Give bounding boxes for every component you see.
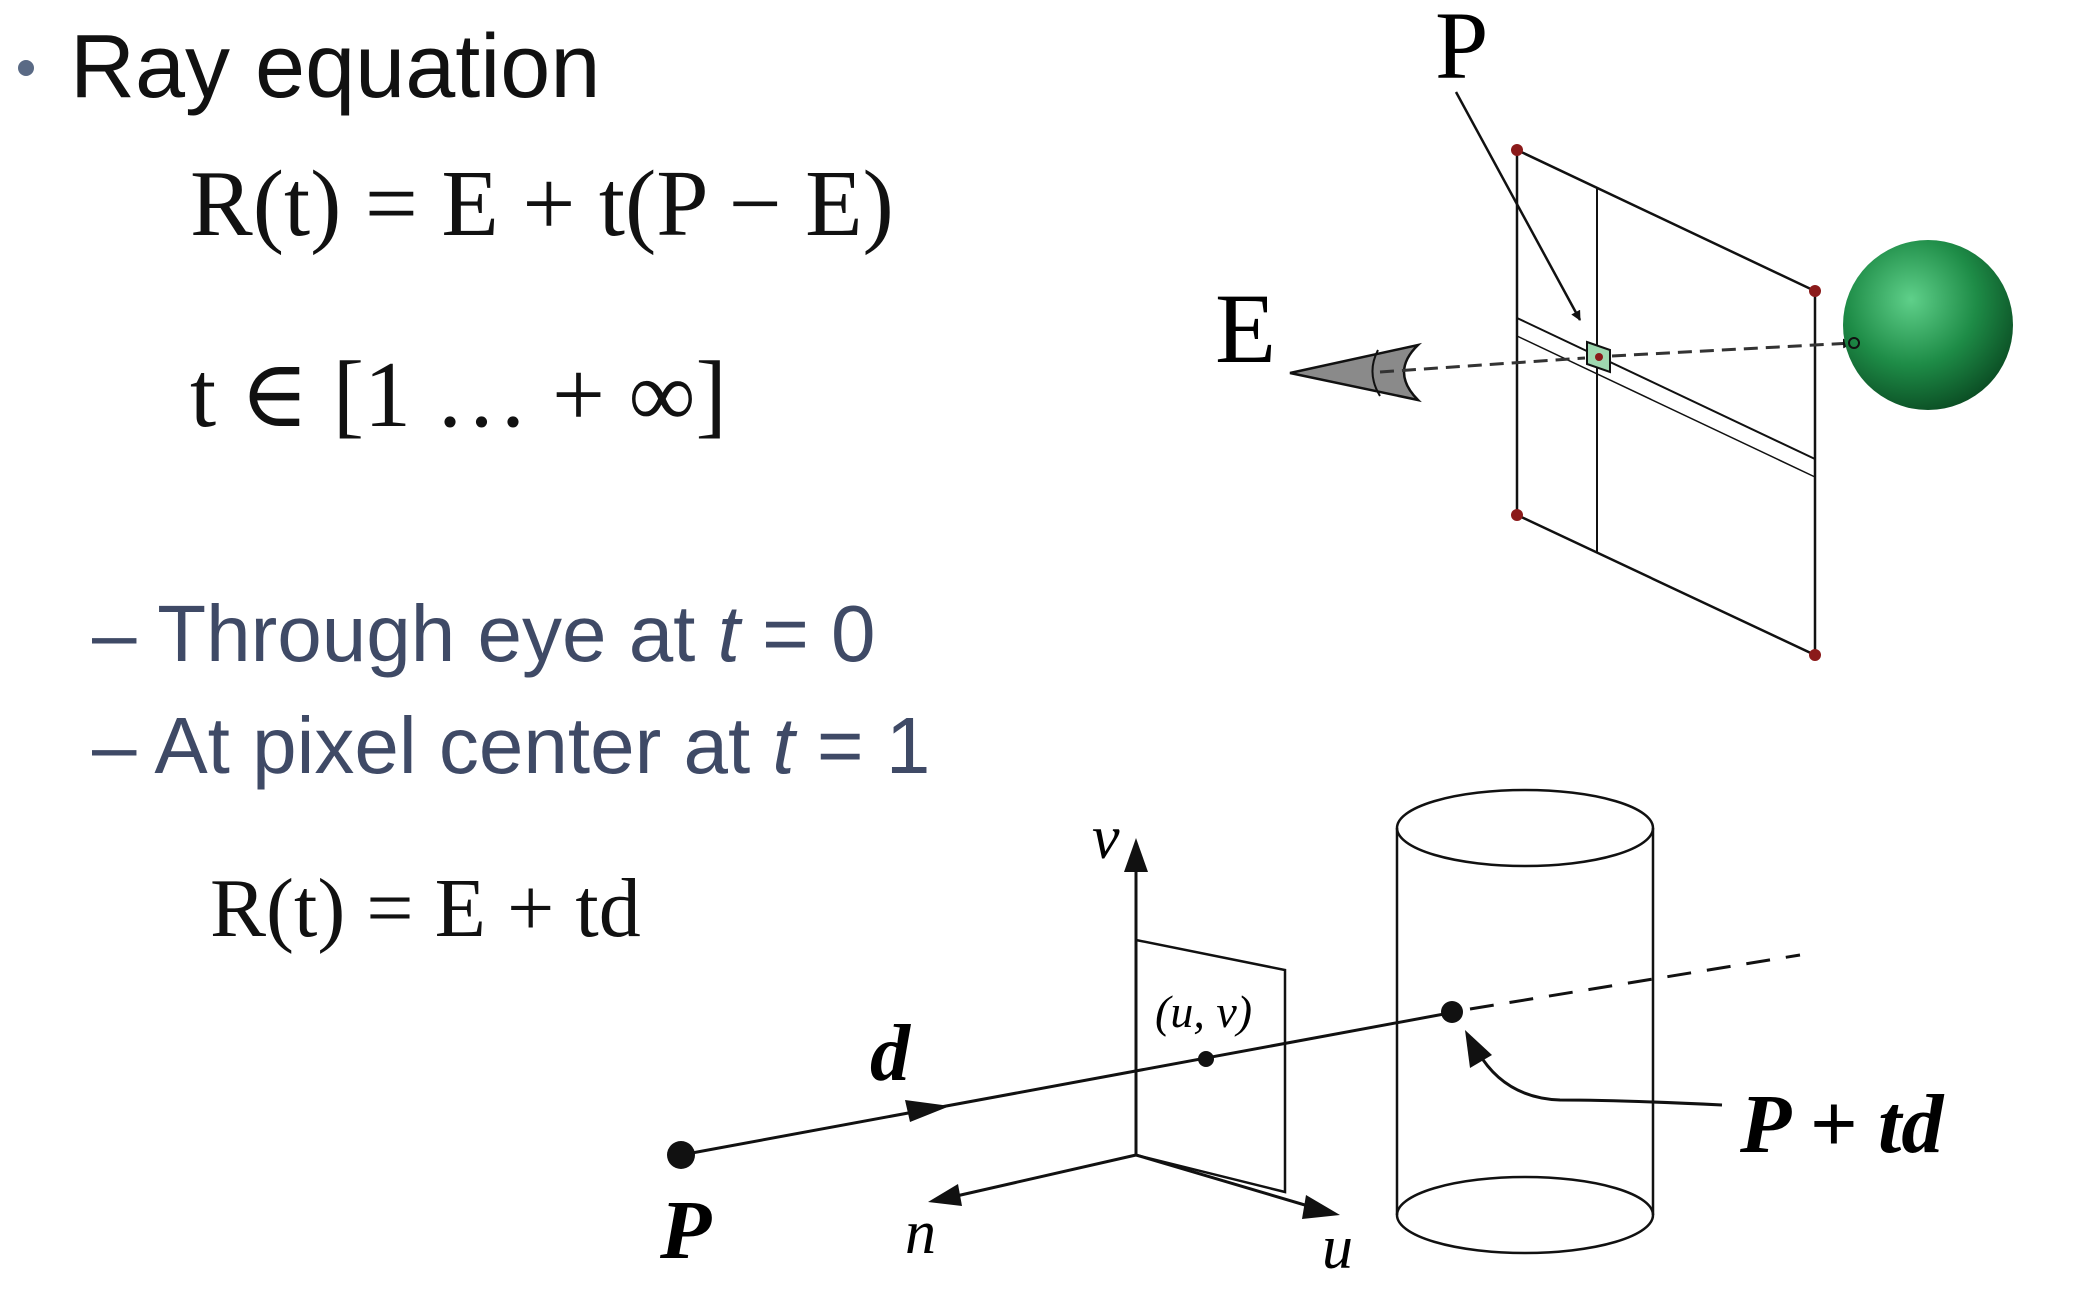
axis-v-arrowhead [1124, 838, 1148, 872]
sub-bullet-text: Through eye at [157, 589, 718, 678]
sub-bullet-pixel: – At pixel center at t = 1 [92, 700, 930, 792]
axis-u-arrowhead [1302, 1195, 1340, 1219]
corner-dot [1511, 509, 1523, 521]
sub-bullet-dash: – [92, 589, 137, 678]
sub-bullet-eye: – Through eye at t = 0 [92, 588, 876, 680]
image-plane [1515, 148, 1817, 657]
label-u: u [1322, 1214, 1353, 1282]
corner-dot [1809, 285, 1821, 297]
ray-dashed [1379, 356, 1586, 374]
ray-solid [680, 1010, 1456, 1157]
sub-bullet-var: t [717, 589, 740, 678]
equation-ray: R(t) = E + t(P − E) [190, 152, 894, 256]
label-d: d [870, 1010, 911, 1098]
eye-cone-arc [1371, 349, 1381, 397]
corner-dot [1809, 649, 1821, 661]
label-v: v [1092, 804, 1120, 872]
pointer-hit [1476, 1051, 1723, 1107]
top-diagram: P E [1215, 0, 2013, 661]
point-uv [1198, 1051, 1214, 1067]
sub-bullet-text: At pixel center at [154, 701, 773, 790]
ray-dashed-extension [1611, 338, 1853, 358]
label-P-plus-td: P + td [1739, 1078, 1945, 1171]
cylinder-top [1395, 788, 1655, 868]
axis-u [1135, 1153, 1316, 1210]
sphere-hit-point [1848, 337, 1860, 349]
plane-grid-horizontal-1 [1516, 317, 1816, 460]
bottom-diagram: v n u (u, v) d P P + td [659, 788, 1945, 1282]
cylinder-bottom-front [1395, 1214, 1655, 1255]
label-uv: (u, v) [1155, 986, 1252, 1037]
label-P-bottom: P [659, 1184, 712, 1277]
sub-bullet-var: t [772, 701, 795, 790]
pointer-P [1454, 91, 1582, 321]
point-hit [1441, 1001, 1463, 1023]
bullet-dot [18, 60, 34, 76]
pixel-center-dot [1595, 353, 1603, 361]
axis-n [951, 1153, 1137, 1199]
ray-dashed-behind [1469, 953, 1801, 1011]
point-P [667, 1141, 695, 1169]
equation-direction-form: R(t) = E + td [210, 862, 641, 955]
sphere [1843, 240, 2013, 410]
sub-bullet-dash: – [92, 701, 137, 790]
axis-n-arrowhead [928, 1184, 962, 1206]
cylinder-bottom-back [1395, 1175, 1655, 1216]
equation-range: t ∈ [1 … + ∞] [190, 343, 727, 447]
corner-dot [1511, 144, 1523, 156]
slide-title: Ray equation [70, 17, 601, 117]
label-P-top: P [1435, 0, 1488, 99]
sub-bullet-rest: = 0 [739, 589, 876, 678]
view-plane [1134, 938, 1287, 1194]
eye-cone [1289, 342, 1423, 403]
pointer-hit-arrowhead [1465, 1030, 1492, 1068]
label-E: E [1215, 273, 1276, 384]
plane-grid-horizontal-2 [1516, 335, 1816, 478]
ray-arrowhead [905, 1100, 950, 1122]
label-n: n [905, 1199, 936, 1267]
sub-bullet-rest: = 1 [794, 701, 931, 790]
